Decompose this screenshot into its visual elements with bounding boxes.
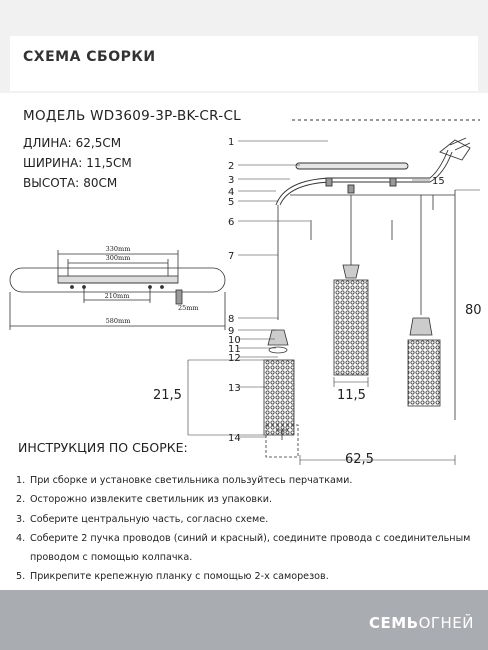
width-label: ШИРИНА: (23, 156, 83, 170)
step-number: 3. (16, 513, 26, 525)
instruction-list: 1. При сборке и установке светильника пол… (16, 471, 484, 606)
part-number-11: 11 (228, 344, 241, 355)
step-number: 2. (16, 494, 26, 506)
dim-25: 25mm (178, 304, 199, 312)
dim-210: 210mm (105, 292, 130, 300)
step-text: При сборке и установке светильника польз… (30, 475, 353, 486)
part-number-10: 10 (228, 335, 241, 346)
step-text: Соберите центральную часть, согласно схе… (30, 513, 269, 525)
leader-lines (238, 140, 430, 438)
dim-580: 580mm (106, 317, 131, 325)
shade-detail (265, 424, 299, 458)
part-number-14: 14 (228, 433, 241, 444)
length-value: 62,5СМ (75, 136, 122, 150)
cords (277, 190, 456, 420)
brand-light: ОГНЕЙ (418, 614, 474, 632)
model-label: МОДЕЛЬ WD3609-3P-BK-CR-CL (23, 108, 241, 124)
width-value: 11,5СМ (86, 156, 132, 170)
part-number-2: 2 (228, 161, 234, 172)
page-title: СХЕМА СБОРКИ (23, 49, 156, 65)
dim-300: 300mm (106, 254, 131, 262)
instruction-step: 1. При сборке и установке светильника пол… (16, 471, 484, 490)
part-number-8: 8 (228, 314, 234, 325)
step-number: 4. (16, 532, 26, 544)
instruction-step: 2. Осторожно извлеките светильник из упак… (16, 490, 484, 509)
part-number-12: 12 (228, 353, 241, 364)
step-number: 5. (16, 571, 26, 583)
instruction-step-continued: проводом с помощью колпачка. (30, 552, 193, 564)
step-text: Осторожно извлеките светильник из упаков… (30, 494, 273, 506)
part-number-9: 9 (228, 326, 234, 337)
dim-shade-215: 21,5 (153, 388, 182, 403)
pendant-right (407, 317, 441, 407)
part-number-4: 4 (228, 187, 234, 198)
brand-bold: СЕМЬ (368, 614, 419, 632)
part-number-3: 3 (228, 175, 234, 186)
spec-length: ДЛИНА: 62,5СМ (23, 136, 121, 150)
step-text: Соберите 2 пучка проводов (синий и красн… (30, 532, 471, 544)
instruction-step: 3. Соберите центральную часть, согласно с… (16, 510, 484, 529)
step-text: Прикрепите крепежную планку с помощью 2-… (30, 571, 329, 583)
part-number-7: 7 (228, 251, 234, 262)
spec-height: ВЫСОТА: 80СМ (23, 176, 117, 190)
spec-width: ШИРИНА: 11,5СМ (23, 156, 132, 170)
mounting-plate-drawing (9, 250, 226, 330)
pendant-left (263, 329, 295, 436)
footer-band: СЕМЬОГНЕЙ (0, 590, 488, 650)
dim-330: 330mm (106, 245, 131, 253)
part-number-1: 1 (228, 137, 234, 148)
part-number-15: 15 (432, 176, 445, 187)
height-label: ВЫСОТА: (23, 176, 80, 190)
header-band (0, 0, 488, 93)
part-number-13: 13 (228, 383, 241, 394)
dimension-lines (187, 189, 480, 465)
brand-logo: СЕМЬОГНЕЙ (369, 614, 474, 632)
part-number-5: 5 (228, 197, 234, 208)
instruction-step: 4. Соберите 2 пучка проводов (синий и кра… (16, 529, 484, 548)
length-label: ДЛИНА: (23, 136, 72, 150)
dim-width-115: 11,5 (337, 388, 366, 403)
ceiling-canopy (275, 119, 480, 206)
pendant-middle (333, 264, 369, 376)
part-number-6: 6 (228, 217, 234, 228)
dim-length-625: 62,5 (345, 452, 374, 467)
height-value: 80СМ (83, 176, 118, 190)
dim-height-80: 80 (465, 303, 482, 318)
assembly-diagram: 330mm 300mm 210mm 25mm 580mm (9, 119, 482, 467)
instructions-title: ИНСТРУКЦИЯ ПО СБОРКЕ: (18, 440, 188, 455)
step-number: 1. (16, 475, 26, 486)
instruction-step: 5. Прикрепите крепежную планку с помощью … (16, 567, 484, 586)
